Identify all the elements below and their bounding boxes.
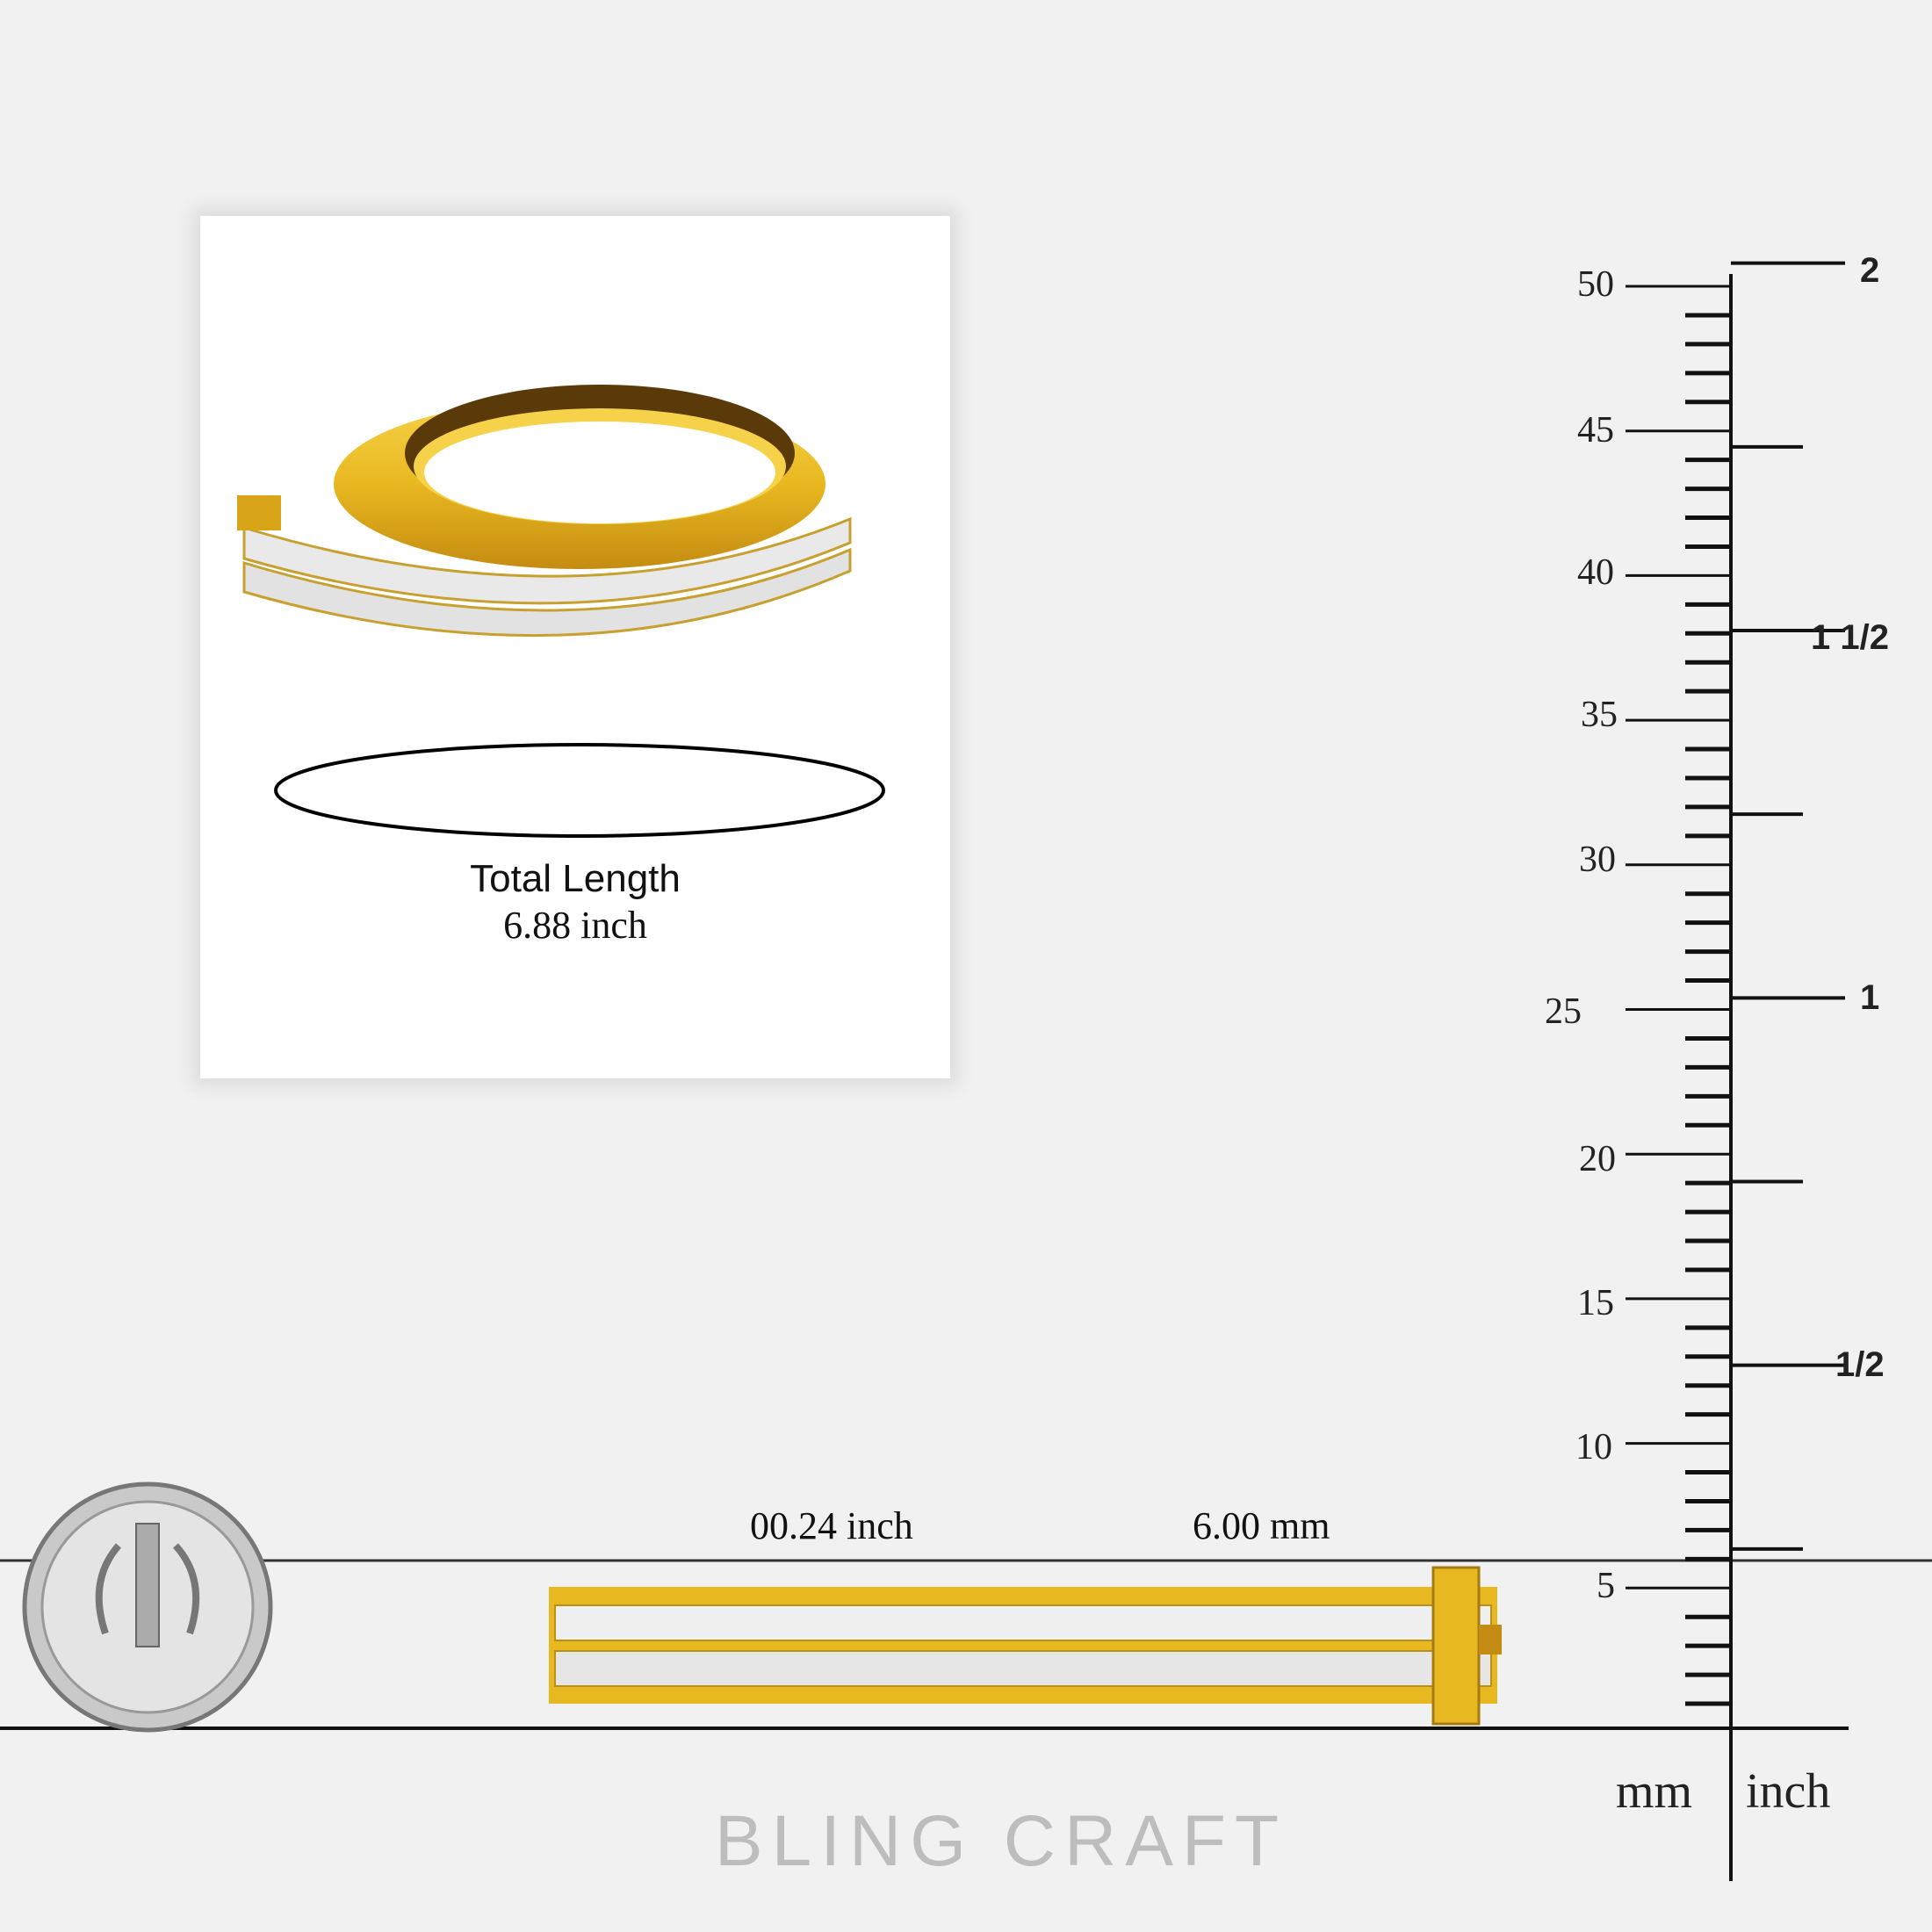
brand-logo: BLING CRAFT <box>714 1801 1288 1881</box>
mm-label-25: 25 <box>1545 991 1582 1032</box>
band-top-view <box>549 1566 1502 1726</box>
mm-label-50: 50 <box>1577 264 1614 305</box>
bangle-illustration <box>237 385 885 838</box>
width-inch-label: 00.24 inch <box>750 1504 913 1547</box>
torch-icon <box>135 1523 160 1647</box>
band-clasp-pin <box>1479 1625 1502 1654</box>
mm-label-15: 15 <box>1577 1283 1614 1323</box>
ruler <box>1626 261 1845 1881</box>
width-mm-label: 6.00 mm <box>1193 1504 1330 1547</box>
mm-label-45: 45 <box>1577 410 1614 451</box>
inch-label-1-2: 1/2 <box>1835 1345 1885 1384</box>
inch-label-1: 1 <box>1860 978 1880 1017</box>
mm-label-30: 30 <box>1579 840 1616 880</box>
mm-label-35: 35 <box>1581 695 1618 735</box>
mm-label-40: 40 <box>1577 552 1614 593</box>
total-length-ellipse <box>274 743 885 838</box>
total-length-value: 6.88 inch <box>503 904 647 947</box>
mm-label-10: 10 <box>1575 1427 1612 1467</box>
olive-branch-icon <box>95 1543 122 1635</box>
diamond-row-2 <box>242 547 852 638</box>
bangle-opening <box>424 422 775 523</box>
band-clasp <box>1431 1566 1481 1726</box>
bangle-hinge <box>237 495 281 530</box>
mm-label-20: 20 <box>1579 1139 1616 1179</box>
unit-mm-label: mm <box>1616 1764 1693 1819</box>
total-length-label: Total Length <box>470 857 681 900</box>
product-card: Total Length 6.88 inch <box>200 216 950 1078</box>
diamond-row-1 <box>242 516 852 605</box>
dime-coin <box>22 1481 273 1733</box>
inch-label-2: 2 <box>1860 251 1880 290</box>
unit-inch-label: inch <box>1746 1764 1831 1819</box>
oak-branch-icon <box>172 1543 200 1635</box>
mm-label-5: 5 <box>1597 1566 1615 1606</box>
inch-label-1-1-2: 1 1/2 <box>1811 618 1889 657</box>
